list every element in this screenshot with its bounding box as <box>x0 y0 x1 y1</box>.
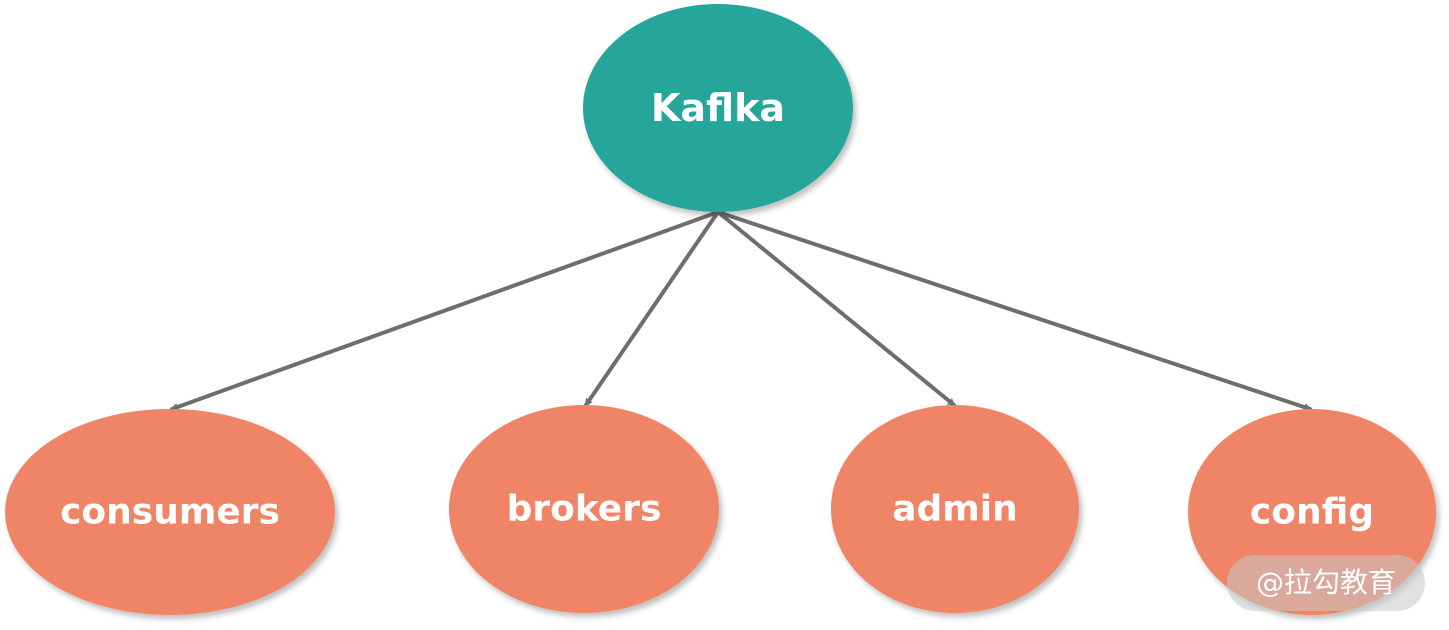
child-node-consumers: consumers <box>5 409 335 615</box>
child-node-label: admin <box>892 489 1018 530</box>
child-node-shape <box>5 409 335 615</box>
edge-kaflka-config <box>716 210 1312 411</box>
edge-kaflka-brokers <box>584 210 720 407</box>
child-node-shape <box>831 405 1079 613</box>
child-node-label: consumers <box>60 492 280 533</box>
child-node-shape <box>449 405 719 613</box>
edge-kaflka-admin <box>716 210 956 407</box>
root-node-shape <box>583 4 853 212</box>
child-node-label: config <box>1250 492 1374 533</box>
edges <box>170 210 1312 411</box>
root-node-label: Kaflka <box>651 86 785 130</box>
watermark-badge: @拉勾教育 <box>1227 555 1425 611</box>
edge-kaflka-consumers <box>170 210 720 411</box>
child-node-admin: admin <box>831 405 1079 613</box>
child-node-label: brokers <box>507 489 662 530</box>
child-node-brokers: brokers <box>449 405 719 613</box>
root-node: Kaflka <box>583 4 853 212</box>
